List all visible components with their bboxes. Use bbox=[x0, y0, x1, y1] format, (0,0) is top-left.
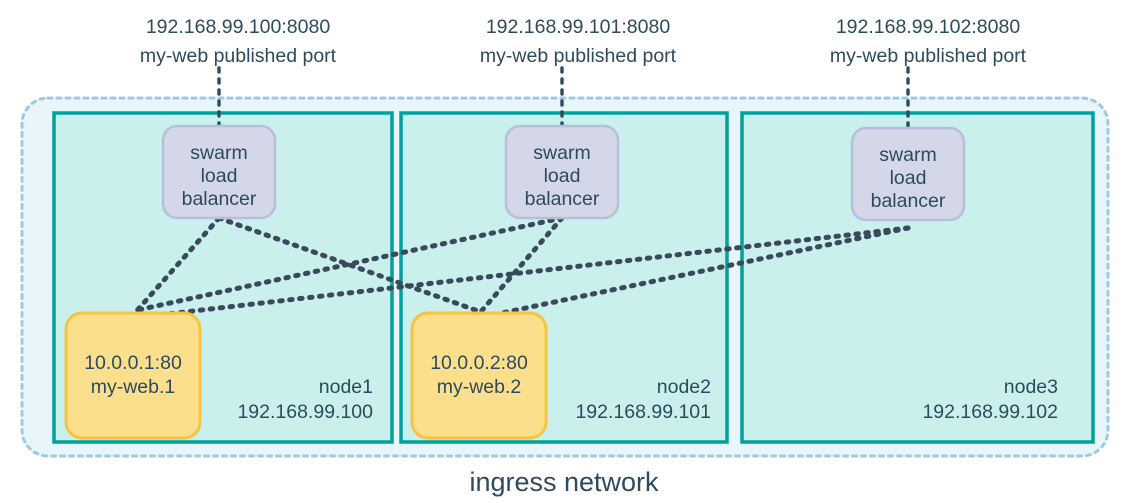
load-balancer-line1: swarm bbox=[879, 144, 936, 166]
published-port-description: my-web published port bbox=[480, 45, 677, 67]
container-box bbox=[410, 311, 548, 440]
container-box bbox=[64, 311, 202, 440]
load-balancer-line2: load bbox=[544, 165, 581, 187]
published-port-address: 192.168.99.100:8080 bbox=[146, 16, 331, 38]
node-ip: 192.168.99.101 bbox=[575, 401, 711, 423]
node-caption-node1: node1 192.168.99.100 bbox=[237, 376, 373, 423]
node-name: node3 bbox=[1004, 376, 1058, 398]
published-port-callout-1: 192.168.99.100:8080 my-web published por… bbox=[140, 16, 337, 67]
load-balancer-box bbox=[850, 126, 966, 222]
load-balancer-node3[interactable]: swarm load balancer bbox=[850, 126, 966, 222]
container-task-name: my-web.2 bbox=[437, 376, 522, 398]
node-name: node2 bbox=[657, 376, 711, 398]
published-port-callout-3: 192.168.99.102:8080 my-web published por… bbox=[830, 16, 1027, 67]
load-balancer-line2: load bbox=[890, 167, 927, 189]
load-balancer-line3: balancer bbox=[182, 188, 257, 210]
container-task-my-web-2[interactable]: 10.0.0.2:80 my-web.2 bbox=[410, 311, 548, 440]
container-address: 10.0.0.2:80 bbox=[430, 352, 528, 374]
load-balancer-line2: load bbox=[201, 165, 238, 187]
load-balancer-line1: swarm bbox=[533, 142, 590, 164]
connector-lb3-to-container1 bbox=[130, 225, 911, 321]
published-port-description: my-web published port bbox=[830, 45, 1027, 67]
connector-lb2-to-container1 bbox=[130, 215, 565, 314]
load-balancer-node2[interactable]: swarm load balancer bbox=[504, 124, 620, 220]
load-balancer-node1[interactable]: swarm load balancer bbox=[161, 124, 277, 220]
load-balancer-box bbox=[504, 124, 620, 220]
published-port-description: my-web published port bbox=[140, 45, 337, 67]
load-balancer-line3: balancer bbox=[871, 190, 946, 212]
node-caption-node3: node3 192.168.99.102 bbox=[922, 376, 1058, 423]
published-port-address: 192.168.99.102:8080 bbox=[836, 16, 1021, 38]
load-balancer-line1: swarm bbox=[190, 142, 247, 164]
connector-lb2-to-container2 bbox=[475, 215, 565, 318]
load-balancer-box bbox=[161, 124, 277, 220]
container-task-name: my-web.1 bbox=[91, 376, 176, 398]
ingress-network-label: ingress network bbox=[469, 467, 659, 497]
load-balancer-line3: balancer bbox=[525, 188, 600, 210]
node-caption-node2: node2 192.168.99.101 bbox=[575, 376, 711, 423]
container-task-my-web-1[interactable]: 10.0.0.1:80 my-web.1 bbox=[64, 311, 202, 440]
connector-lb1-to-container1 bbox=[130, 215, 222, 318]
node-ip: 192.168.99.100 bbox=[237, 401, 373, 423]
container-address: 10.0.0.1:80 bbox=[84, 352, 182, 374]
published-port-callout-2: 192.168.99.101:8080 my-web published por… bbox=[480, 16, 677, 67]
node-ip: 192.168.99.102 bbox=[922, 401, 1058, 423]
node-name: node1 bbox=[319, 376, 373, 398]
published-port-address: 192.168.99.101:8080 bbox=[486, 16, 671, 38]
connector-lb3-to-container2 bbox=[475, 225, 911, 321]
